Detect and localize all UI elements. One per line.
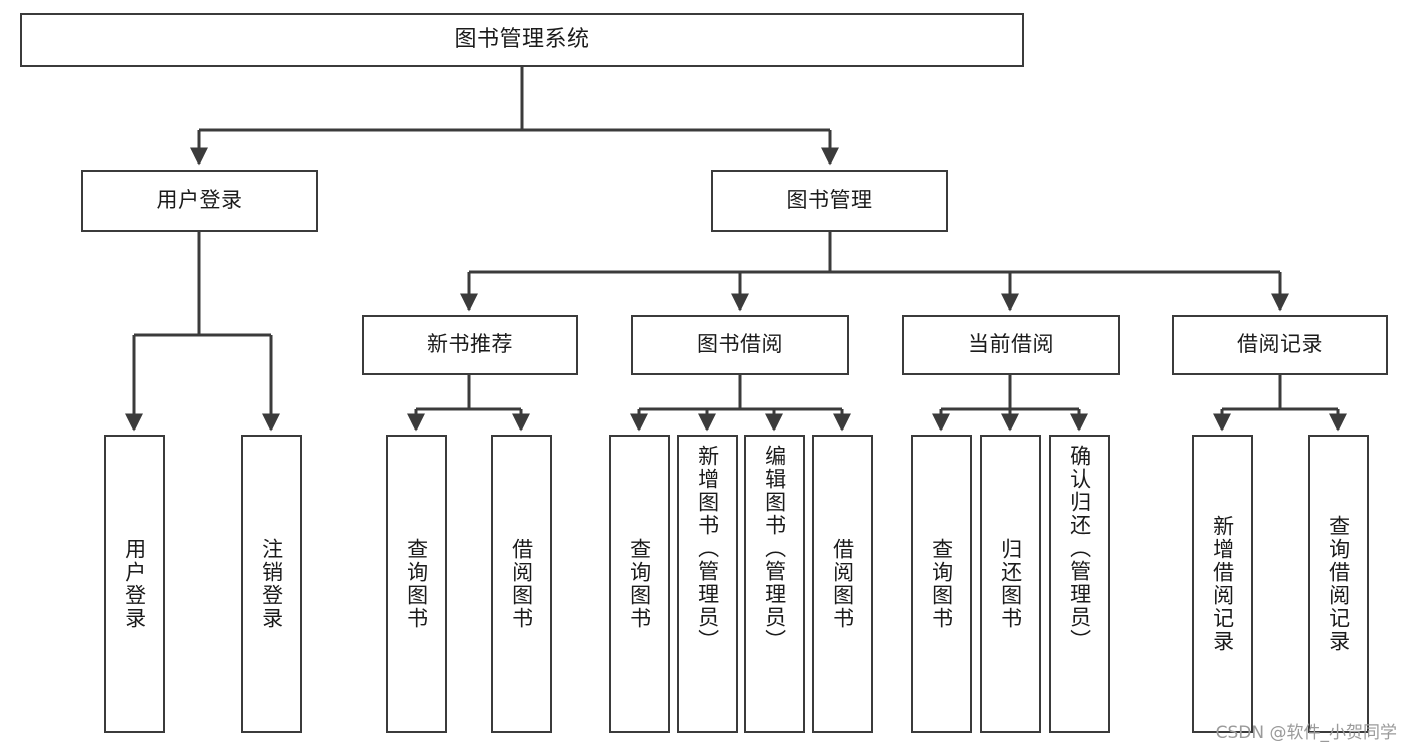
node-leaf-user-login[interactable]: 用户登录 bbox=[104, 435, 165, 733]
node-leaf-return-book[interactable]: 归还图书 bbox=[980, 435, 1041, 733]
node-book-borrow[interactable]: 图书借阅 bbox=[631, 315, 849, 375]
node-label: 查询借阅记录 bbox=[1326, 515, 1351, 653]
node-label: 编辑图书（管理员） bbox=[762, 445, 787, 652]
node-label: 注销登录 bbox=[259, 538, 284, 630]
node-label: 归还图书 bbox=[998, 538, 1023, 630]
node-label: 用户登录 bbox=[156, 188, 243, 213]
node-label: 借阅图书 bbox=[509, 538, 534, 630]
node-label: 图书管理 bbox=[786, 188, 873, 213]
node-book-management[interactable]: 图书管理 bbox=[711, 170, 948, 232]
node-label: 当前借阅 bbox=[968, 332, 1054, 357]
node-current-borrow[interactable]: 当前借阅 bbox=[902, 315, 1120, 375]
node-borrow-record[interactable]: 借阅记录 bbox=[1172, 315, 1388, 375]
node-label: 查询图书 bbox=[627, 538, 652, 630]
node-leaf-query-borrow-record[interactable]: 查询借阅记录 bbox=[1308, 435, 1369, 733]
node-label: 借阅记录 bbox=[1237, 332, 1323, 357]
watermark-text: CSDN @软件_小贺同学 bbox=[1215, 723, 1397, 743]
node-label: 借阅图书 bbox=[830, 538, 855, 630]
node-leaf-logout[interactable]: 注销登录 bbox=[241, 435, 302, 733]
node-label: 新书推荐 bbox=[427, 332, 513, 357]
node-leaf-query-book[interactable]: 查询图书 bbox=[609, 435, 670, 733]
node-label: 用户登录 bbox=[122, 538, 147, 630]
node-leaf-confirm-return-admin[interactable]: 确认归还（管理员） bbox=[1049, 435, 1110, 733]
node-label: 确认归还（管理员） bbox=[1067, 445, 1092, 652]
node-label: 图书借阅 bbox=[697, 332, 783, 357]
node-label: 新增借阅记录 bbox=[1210, 515, 1235, 653]
node-label: 图书管理系统 bbox=[454, 26, 590, 52]
node-leaf-query-book-current[interactable]: 查询图书 bbox=[911, 435, 972, 733]
node-leaf-add-book-admin[interactable]: 新增图书（管理员） bbox=[677, 435, 738, 733]
node-label: 查询图书 bbox=[404, 538, 429, 630]
node-label: 查询图书 bbox=[929, 538, 954, 630]
node-leaf-query-book-recommend[interactable]: 查询图书 bbox=[386, 435, 447, 733]
node-leaf-borrow-book[interactable]: 借阅图书 bbox=[812, 435, 873, 733]
node-root-system[interactable]: 图书管理系统 bbox=[20, 13, 1024, 67]
node-label: 新增图书（管理员） bbox=[695, 445, 720, 652]
node-new-book-recommend[interactable]: 新书推荐 bbox=[362, 315, 578, 375]
node-leaf-add-borrow-record[interactable]: 新增借阅记录 bbox=[1192, 435, 1253, 733]
node-leaf-borrow-book-recommend[interactable]: 借阅图书 bbox=[491, 435, 552, 733]
node-user-login[interactable]: 用户登录 bbox=[81, 170, 318, 232]
node-leaf-edit-book-admin[interactable]: 编辑图书（管理员） bbox=[744, 435, 805, 733]
